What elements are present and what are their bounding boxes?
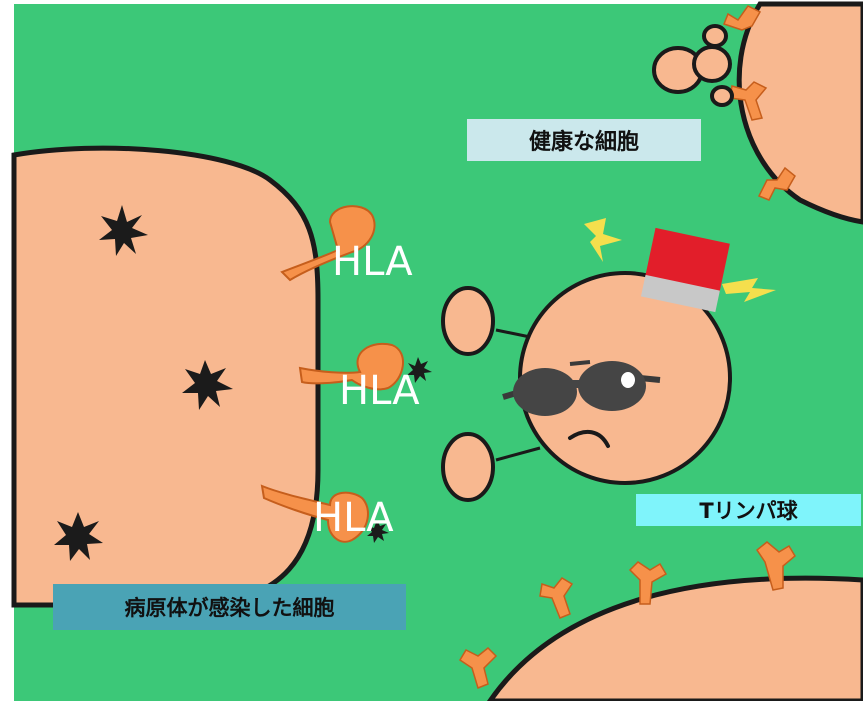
- hla-label: HLA: [313, 495, 394, 541]
- t-cell-label: Tリンパ球: [636, 494, 861, 526]
- lightning-icon: [584, 218, 776, 302]
- t-cell-arm: [441, 432, 495, 502]
- infected-cell-label: 病原体が感染した細胞: [53, 584, 406, 630]
- hla-label: HLA: [339, 368, 420, 414]
- hla-label: HLA: [332, 239, 413, 285]
- t-cell: [441, 218, 776, 502]
- sunglasses-icon: [502, 360, 661, 416]
- receptor-hla: [723, 5, 796, 201]
- pathogen-star-icon: [54, 205, 432, 561]
- infected-cell: [11, 145, 432, 608]
- healthy-cell-top-right: [652, 1, 863, 225]
- red-card-icon: [640, 227, 730, 313]
- healthy-cell-label: 健康な細胞: [467, 119, 701, 161]
- healthy-cell-bottom: [458, 541, 863, 701]
- receptor-hla: [260, 205, 405, 543]
- t-cell-arm: [441, 286, 495, 356]
